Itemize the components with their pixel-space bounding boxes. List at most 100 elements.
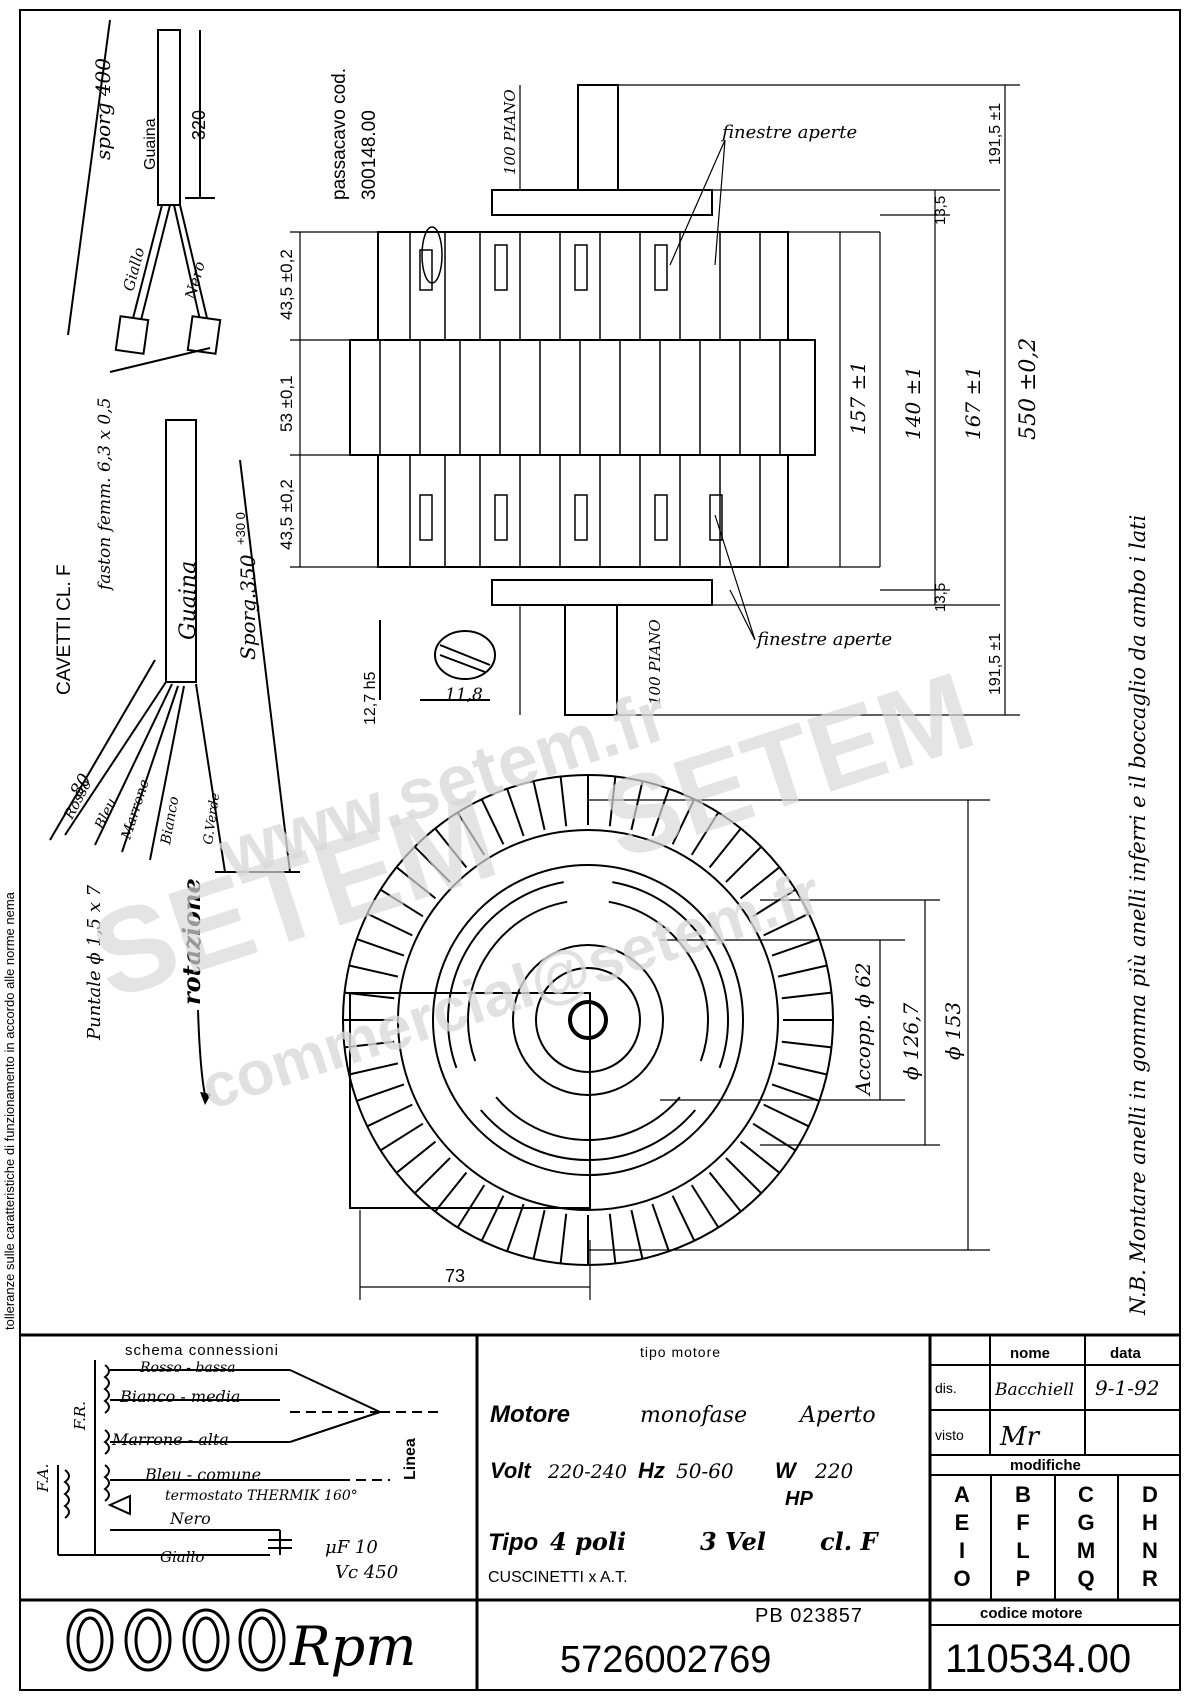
wire-gverde: G.Verde — [201, 792, 223, 846]
cl-value: cl. F — [820, 1527, 879, 1556]
cooling-fin — [752, 1122, 796, 1152]
cooling-fin — [434, 827, 468, 869]
modifica-letter: H — [1142, 1510, 1158, 1535]
wire-bleu: Bleu — [92, 796, 120, 833]
accopp-label: Accopp. ϕ 62 — [851, 962, 875, 1097]
cap-uf: μF 10 — [325, 1537, 378, 1558]
hz-label: Hz — [638, 1458, 665, 1483]
cooling-fin — [344, 1040, 395, 1049]
cavetti-label: CAVETTI CL. F — [54, 564, 75, 695]
modifica-letter: L — [1016, 1538, 1029, 1563]
monofase-value: monofase — [640, 1403, 747, 1428]
nb-note: N.B. Montare anelli in gomma più anelli … — [1126, 515, 1150, 1316]
cooling-fin — [739, 866, 781, 900]
approval-grid — [930, 1335, 1180, 1626]
cooling-fin — [434, 1171, 468, 1213]
housing-slot — [608, 900, 709, 1062]
modifica-letter: P — [1016, 1566, 1031, 1591]
cooling-fin — [771, 1083, 820, 1102]
cooling-fin — [777, 1062, 828, 1076]
dim-153: ϕ 153 — [941, 1002, 965, 1060]
housing-slot — [447, 881, 564, 1069]
stator-upper — [377, 231, 789, 341]
mid-sporg-label: Sporg.350 — [236, 554, 260, 660]
cooling-fin — [630, 780, 644, 831]
cooling-fin — [690, 1184, 720, 1228]
front-dimensions — [359, 799, 990, 1300]
cooling-fin — [781, 991, 832, 1000]
piano-top-label: 100 PIANO — [501, 89, 519, 175]
modifica-letter: O — [953, 1566, 970, 1591]
cooling-fins — [343, 775, 833, 1265]
motore-label: Motore — [490, 1401, 570, 1428]
finestre-leaders — [669, 139, 756, 641]
cuscinetti-value: CUSCINETTI x A.T. — [488, 1569, 628, 1586]
rotazione-label: rotazione — [177, 878, 206, 1005]
modifiche-header: modifiche — [1010, 1457, 1081, 1474]
logo-rpm: Rpm — [289, 1615, 416, 1678]
modifica-letter: B — [1015, 1482, 1031, 1507]
schema-bianco: Bianco - media — [119, 1387, 240, 1406]
modifica-letter: Q — [1077, 1566, 1094, 1591]
housing-slot — [479, 1109, 697, 1161]
modifica-letter: M — [1077, 1538, 1095, 1563]
dim-167: 167 ±1 — [961, 366, 985, 440]
data-header: data — [1110, 1345, 1142, 1362]
visto-label: visto — [935, 1427, 964, 1443]
hz-value: 50-60 — [676, 1459, 734, 1483]
cooling-fin — [480, 798, 505, 845]
cooling-fin — [739, 1140, 781, 1174]
dis-date: 9-1-92 — [1095, 1376, 1159, 1400]
tolerance-note: tolleranze sulle caratteristiche di funz… — [2, 891, 17, 1330]
schema-giallo: Giallo — [160, 1548, 204, 1566]
vel-value: 3 Vel — [700, 1527, 766, 1556]
top-cable — [67, 19, 222, 373]
cooling-fin — [366, 912, 413, 937]
modifica-letter: E — [955, 1510, 970, 1535]
cooling-fin — [344, 991, 395, 1000]
w-label: W — [775, 1458, 798, 1483]
passacavo-label: passacavo cod. — [329, 68, 350, 200]
nome-header: nome — [1010, 1345, 1050, 1362]
cooling-fin — [671, 1195, 696, 1242]
codice-title: codice motore — [980, 1605, 1083, 1622]
pb-number: PB 023857 — [755, 1605, 863, 1627]
cooling-fin — [380, 888, 424, 918]
dim-140: 140 ±1 — [901, 366, 925, 440]
dim-43-top: 43,5 ±0,2 — [277, 249, 296, 320]
housing-slot — [612, 881, 729, 1069]
dim-191-bottom: 191,5 ±1 — [987, 633, 1004, 695]
cooling-fin — [348, 964, 399, 978]
cooling-fin — [608, 1213, 617, 1264]
cooling-fin — [348, 1062, 399, 1076]
drawing-number: 5726002769 — [560, 1639, 771, 1681]
cooling-fin — [356, 1083, 405, 1102]
shaft-top — [577, 84, 619, 191]
housing-slot — [495, 1096, 681, 1141]
cooling-fin — [532, 780, 546, 831]
cooling-fin — [532, 1209, 546, 1260]
schema-termostato: termostato THERMIK 160° — [165, 1488, 358, 1504]
shaft-127: 12,7 h5 — [362, 672, 379, 725]
shaft-hole — [568, 1000, 608, 1040]
piano-bottom-label: 100 PIANO — [646, 619, 664, 705]
cooling-fin — [708, 827, 742, 869]
dim-73: 73 — [445, 1266, 465, 1286]
hp-label: HP — [785, 1488, 813, 1510]
pulley-top — [491, 189, 713, 216]
dim-13-bottom: 13,5 — [932, 583, 949, 612]
cooling-fin — [763, 912, 810, 937]
codice-value: 110534.00 — [945, 1637, 1131, 1681]
cooling-fin — [559, 1213, 568, 1264]
sheet-border — [19, 9, 1181, 1691]
side-dimensions — [290, 84, 1020, 716]
coupling — [512, 944, 664, 1096]
modifica-letter: N — [1142, 1538, 1158, 1563]
cooling-fin — [771, 938, 820, 957]
poli-value: 4 poli — [550, 1527, 626, 1556]
mid-sporg-tol: +30 0 — [233, 512, 248, 545]
shaft-section — [379, 620, 496, 701]
cooling-fin — [651, 788, 670, 837]
cooling-fin — [752, 888, 796, 918]
